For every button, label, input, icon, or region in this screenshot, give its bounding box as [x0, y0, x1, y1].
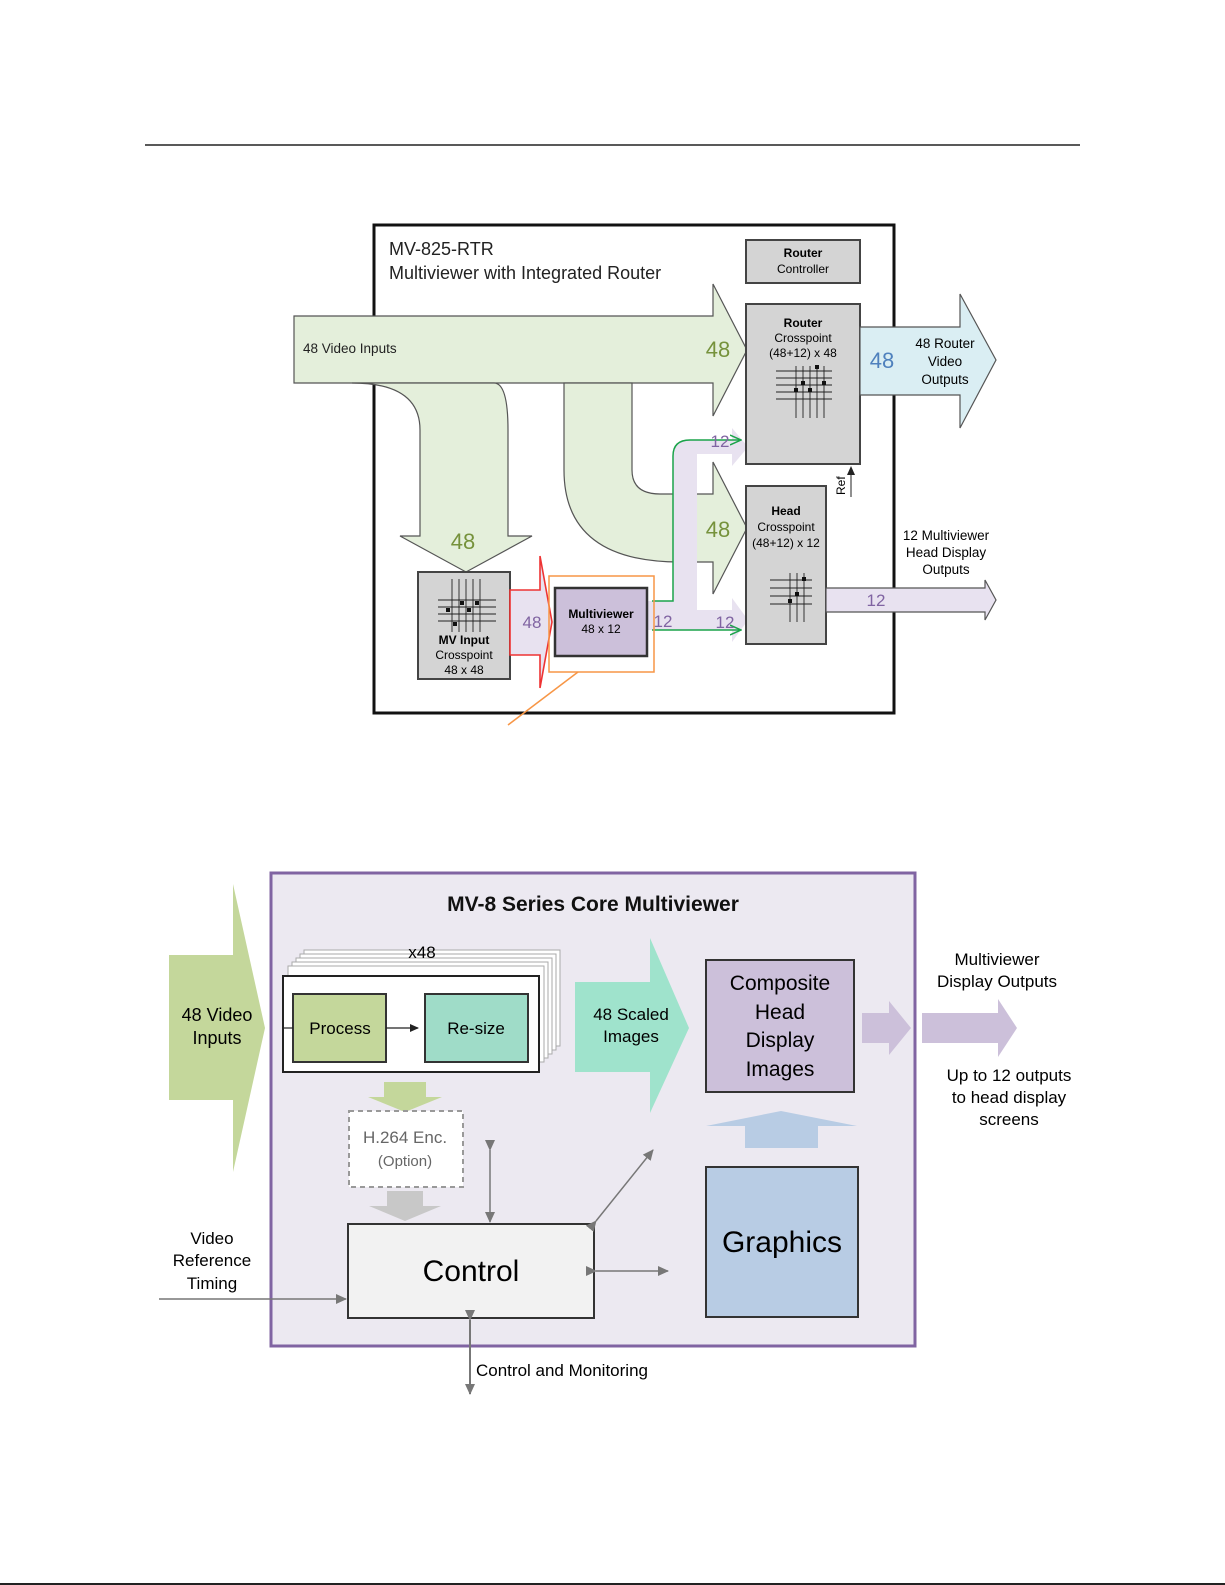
- count-48-head: 48: [706, 517, 730, 542]
- stack-count: x48: [408, 943, 435, 962]
- mv-input-grid-icon: [438, 579, 496, 632]
- down-leg-arrow: [351, 382, 533, 573]
- count-12-upper: 12: [711, 432, 730, 451]
- reference-line1: Video: [190, 1229, 233, 1248]
- count-48-inputs: 48: [706, 337, 730, 362]
- router-crosspoint-line1: Router: [784, 316, 823, 330]
- composite-line3: Display: [746, 1029, 815, 1052]
- mv-input-line2: Crosspoint: [435, 648, 493, 662]
- display-outputs-line2: Display Outputs: [937, 972, 1057, 991]
- mv-input-line3: 48 x 48: [444, 663, 484, 677]
- count-48-down: 48: [451, 529, 475, 554]
- router-crosspoint-dots: [794, 365, 826, 392]
- mv8-title: MV-8 Series Core Multiviewer: [447, 893, 739, 916]
- head-crosspoint-grid-icon: [770, 573, 812, 622]
- control-label: Control: [423, 1255, 520, 1288]
- ref-label: Ref: [834, 476, 848, 495]
- scaled-line2: Images: [603, 1027, 659, 1046]
- count-12-head-out: 12: [867, 591, 886, 610]
- scaled-line1: 48 Scaled: [593, 1005, 669, 1024]
- mv-input-dots: [446, 601, 479, 626]
- multiviewer-highlight: [548, 575, 655, 673]
- composite-box: [705, 959, 855, 1093]
- mv-in-red-arrow: [509, 555, 553, 689]
- mv-outputs-line2: Head Display: [906, 545, 987, 560]
- h264-line2: (Option): [378, 1153, 432, 1170]
- mv825-title-line1: MV-825-RTR: [389, 239, 494, 259]
- graphics-label: Graphics: [722, 1226, 842, 1259]
- count-12-lower: 12: [716, 613, 735, 632]
- head-crosspoint-line3: (48+12) x 12: [752, 536, 820, 550]
- inputs-line2: Inputs: [192, 1028, 241, 1048]
- reference-line3: Timing: [187, 1274, 237, 1293]
- reference-line2: Reference: [173, 1251, 251, 1270]
- router-outputs-line2: Video: [928, 354, 962, 369]
- router-crosspoint-line2: Crosspoint: [774, 331, 832, 345]
- composite-out-arrow: [862, 1001, 911, 1055]
- display-outputs-line1: Multiviewer: [954, 950, 1039, 969]
- display-outputs-arrow: [922, 999, 1017, 1057]
- mv-input-line1: MV Input: [439, 633, 490, 647]
- diagram-mv825: MV-825-RTR Multiviewer with Integrated R…: [293, 223, 997, 726]
- process-down-arrow: [368, 1082, 442, 1112]
- head-crosspoint-line2: Crosspoint: [757, 520, 815, 534]
- resize-box: [424, 993, 529, 1063]
- multiviewer-box: [553, 586, 649, 658]
- head-crosspoint-dots: [788, 577, 806, 603]
- count-48-mv: 48: [523, 613, 542, 632]
- composite-line1: Composite: [730, 972, 830, 995]
- graphics-up-arrow: [706, 1111, 857, 1148]
- router-controller-box: [745, 239, 861, 284]
- multiviewer-line2: 48 x 12: [581, 622, 621, 636]
- composite-line2: Head: [755, 1001, 805, 1024]
- highlight-callout-line: [507, 671, 579, 726]
- resize-label: Re-size: [447, 1019, 505, 1038]
- router-outputs-line3: Outputs: [921, 372, 969, 387]
- router-controller-line1: Router: [784, 246, 823, 260]
- count-12-mv-out: 12: [654, 612, 673, 631]
- mv-outputs-line1: 12 Multiviewer: [903, 528, 990, 543]
- control-monitoring-label: Control and Monitoring: [476, 1361, 648, 1380]
- outputs-note-line2: to head display: [952, 1088, 1067, 1107]
- head-outputs-arrow: [825, 579, 997, 621]
- mv825-title-line2: Multiviewer with Integrated Router: [389, 263, 661, 283]
- h264-line1: H.264 Enc.: [363, 1128, 447, 1147]
- h264-down-arrow: [369, 1191, 441, 1221]
- router-out-count: 48: [870, 348, 894, 373]
- scaled-images-arrow: [575, 938, 689, 1113]
- router-controller-line2: Controller: [777, 262, 829, 276]
- outputs-note-line1: Up to 12 outputs: [947, 1066, 1072, 1085]
- mv-outputs-line3: Outputs: [922, 562, 970, 577]
- process-label: Process: [309, 1019, 370, 1038]
- router-crosspoint-line3: (48+12) x 48: [769, 346, 837, 360]
- mv-out-green-upper: [652, 440, 740, 602]
- head-crosspoint-line1: Head: [771, 504, 800, 518]
- h264-box: [348, 1110, 464, 1188]
- multiviewer-line1: Multiviewer: [568, 607, 634, 621]
- mv-input-crosspoint-box: [417, 571, 511, 680]
- inputs-line1: 48 Video: [182, 1005, 253, 1025]
- graphics-box: [705, 1166, 859, 1318]
- head-crosspoint-box: [745, 485, 827, 645]
- diagram-mv8: MV-8 Series Core Multiviewer 48 Video In…: [159, 871, 1072, 1395]
- composite-line4: Images: [746, 1058, 815, 1081]
- router-outputs-line1: 48 Router: [915, 336, 975, 351]
- video-inputs-big-arrow: [169, 884, 265, 1172]
- router-outputs-arrow: [859, 293, 997, 429]
- outputs-note-line3: screens: [979, 1110, 1039, 1129]
- process-box: [292, 993, 387, 1063]
- control-diag-double-arrow: [585, 1149, 654, 1232]
- video-inputs-label: 48 Video Inputs: [303, 341, 397, 356]
